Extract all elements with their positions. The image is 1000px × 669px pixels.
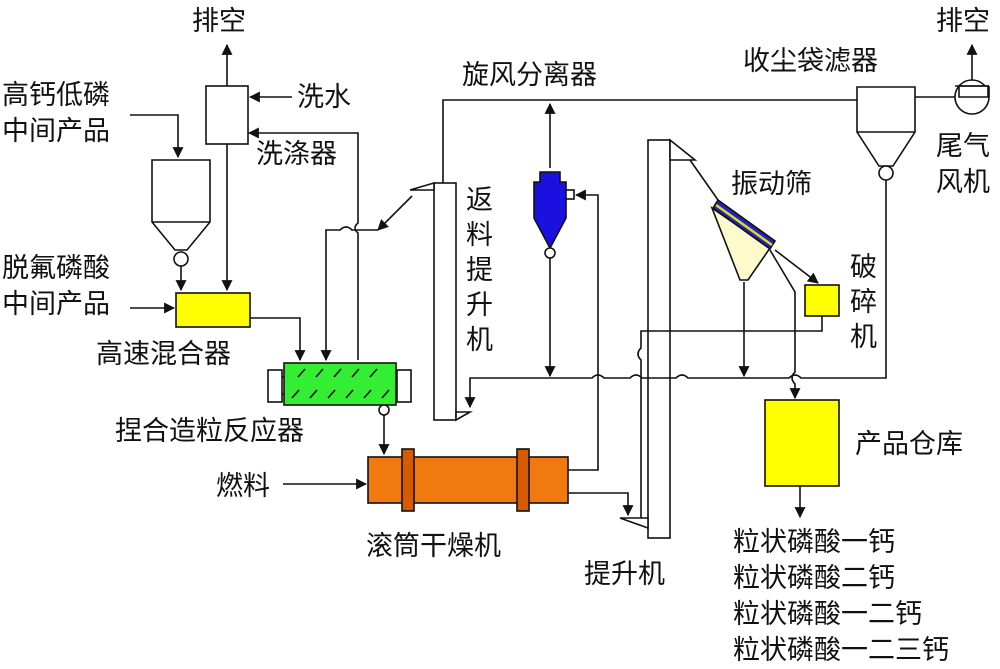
bag-filter <box>856 86 916 181</box>
label-high-ca-low-p-2: 中间产品 <box>2 116 110 147</box>
label-tail-fan-1: 尾气 <box>936 131 990 162</box>
label-return-elevator-5: 机 <box>466 325 493 356</box>
main-elevator <box>619 138 698 539</box>
scrubber <box>205 85 249 145</box>
crusher-recycle <box>637 316 823 518</box>
label-return-elevator-3: 提 <box>466 255 493 286</box>
dryer-to-cyclone <box>568 189 599 471</box>
label-exhaust-right: 排空 <box>936 6 990 37</box>
label-return-elevator-2: 料 <box>466 220 493 251</box>
label-bag-filter: 收尘袋滤器 <box>743 46 878 77</box>
screen-to-silo <box>769 249 801 400</box>
label-cyclone: 旋风分离器 <box>462 60 597 91</box>
label-kneading-reactor: 捏合造粒反应器 <box>115 416 304 447</box>
feed-hopper <box>151 159 211 267</box>
label-high-speed-mixer: 高速混合器 <box>96 339 231 370</box>
product-silo <box>764 399 840 487</box>
rotary-dryer <box>367 448 569 512</box>
label-scrubber: 洗涤器 <box>256 139 337 170</box>
label-crusher-2: 碎 <box>850 287 877 318</box>
label-product-4: 粒状磷酸一二三钙 <box>733 635 949 666</box>
label-product-3: 粒状磷酸一二钙 <box>733 599 922 630</box>
label-return-elevator-4: 升 <box>466 290 493 321</box>
elevator-discharge <box>377 195 413 231</box>
label-fuel: 燃料 <box>216 471 270 502</box>
label-defluor-acid-2: 中间产品 <box>2 289 110 320</box>
cyclone-top-duct <box>442 99 857 183</box>
mixer-to-reactor <box>250 317 306 362</box>
label-defluor-acid-1: 脱氟磷酸 <box>2 253 110 284</box>
label-elevator: 提升机 <box>584 559 665 590</box>
label-tail-fan-2: 风机 <box>936 167 990 198</box>
label-return-elevator-1: 返 <box>466 185 493 216</box>
gas-to-scrubber <box>247 127 359 360</box>
high-speed-mixer <box>175 292 251 328</box>
label-product-2: 粒状磷酸二钙 <box>733 563 895 594</box>
label-exhaust-left: 排空 <box>192 6 246 37</box>
vibrating-screen <box>710 198 777 281</box>
cyclone-separator <box>533 171 575 259</box>
return-collector <box>464 180 887 409</box>
feed-to-hopper <box>130 114 184 159</box>
dryer-to-elevator <box>568 492 634 517</box>
label-wash-water: 洗水 <box>297 82 351 113</box>
crusher <box>804 284 840 317</box>
screen-oversize <box>774 249 819 284</box>
label-vibrating-screen: 振动筛 <box>731 169 812 200</box>
tail-fan <box>954 79 990 115</box>
label-rotary-dryer: 滚筒干燥机 <box>366 531 501 562</box>
elevator-to-screen <box>689 159 719 201</box>
kneading-reactor <box>267 362 412 416</box>
label-crusher-1: 破 <box>850 252 877 283</box>
return-elevator <box>409 181 474 422</box>
label-high-ca-low-p-1: 高钙低磷 <box>2 80 110 111</box>
label-product-silo: 产品仓库 <box>855 429 963 460</box>
label-product-1: 粒状磷酸一钙 <box>733 527 895 558</box>
return-to-reactor <box>320 226 378 362</box>
label-crusher-3: 机 <box>850 322 877 353</box>
